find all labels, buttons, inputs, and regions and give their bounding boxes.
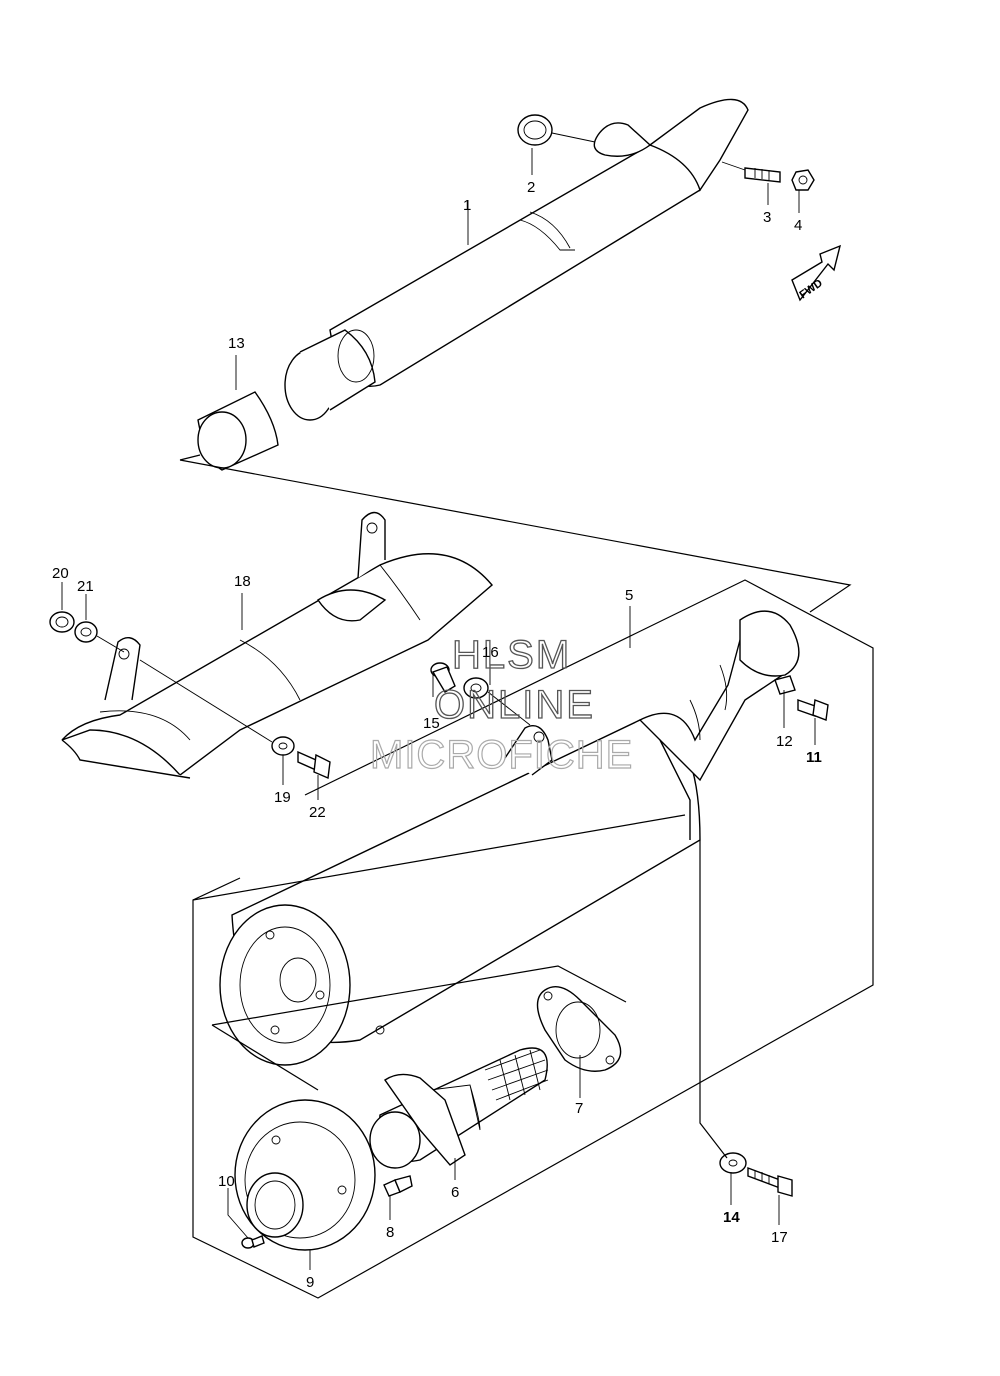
- callout-1: 1: [463, 197, 471, 214]
- hex-bolt-part: [747, 1166, 793, 1197]
- stud-bolt-part: [721, 161, 781, 183]
- header-pipe-part: [284, 98, 749, 421]
- callout-17: 17: [771, 1229, 788, 1246]
- callout-11: 11: [806, 749, 822, 766]
- end-cap-part: [234, 1099, 376, 1251]
- damper-part: [463, 677, 489, 699]
- grommet-part: [49, 611, 75, 633]
- callout-7: 7: [575, 1100, 583, 1117]
- bolt-part: [297, 750, 331, 780]
- callout-15: 15: [423, 715, 440, 732]
- plain-washer-part: [719, 1152, 747, 1174]
- callout-12: 12: [776, 733, 793, 750]
- inner-pipe-part: [369, 1047, 549, 1169]
- callout-14: 14: [723, 1209, 740, 1226]
- mesh-pattern-icon: [484, 1049, 549, 1101]
- connector-sleeve-part: [197, 391, 279, 471]
- flange-gasket-part: [536, 986, 622, 1072]
- collar-part: [74, 621, 98, 643]
- callout-6: 6: [451, 1184, 459, 1201]
- callout-16: 16: [482, 644, 499, 661]
- callout-4: 4: [794, 217, 802, 234]
- leader-lines: [61, 148, 816, 1270]
- spacer-part: [430, 662, 456, 693]
- callout-labels: 1 2 3 4 5 6 7 8 9 10 11 12 13 14 15 16 1…: [52, 179, 822, 1291]
- watermark-line3: MICROFICHE: [370, 733, 633, 777]
- small-screw-part: [241, 1235, 265, 1249]
- watermark-line1: HLSM: [452, 633, 571, 677]
- callout-22: 22: [309, 804, 326, 821]
- callout-8: 8: [386, 1224, 394, 1241]
- screw-part: [383, 1175, 413, 1197]
- callout-3: 3: [763, 209, 771, 226]
- gasket-ring-part: [517, 114, 553, 146]
- assembly-outline: [179, 454, 874, 1299]
- muffler-part: [219, 610, 800, 1066]
- watermark-line2: ONLINE: [434, 683, 595, 727]
- callout-13: 13: [228, 335, 245, 352]
- callout-10: 10: [218, 1173, 235, 1190]
- sleeve-part: [774, 675, 796, 695]
- fwd-arrow-icon: FWD: [791, 244, 842, 302]
- nut-part: [791, 169, 815, 191]
- callout-2: 2: [527, 179, 535, 196]
- callout-19: 19: [274, 789, 291, 806]
- heat-shield-part: [61, 511, 493, 779]
- watermark: HLSM ONLINE MICROFICHE: [369, 632, 633, 777]
- washer-part: [271, 736, 295, 756]
- callout-20: 20: [52, 565, 69, 582]
- callout-21: 21: [77, 578, 94, 595]
- callout-5: 5: [625, 587, 633, 604]
- callout-18: 18: [234, 573, 251, 590]
- callout-9: 9: [306, 1274, 314, 1291]
- flange-bolt-part: [797, 699, 829, 721]
